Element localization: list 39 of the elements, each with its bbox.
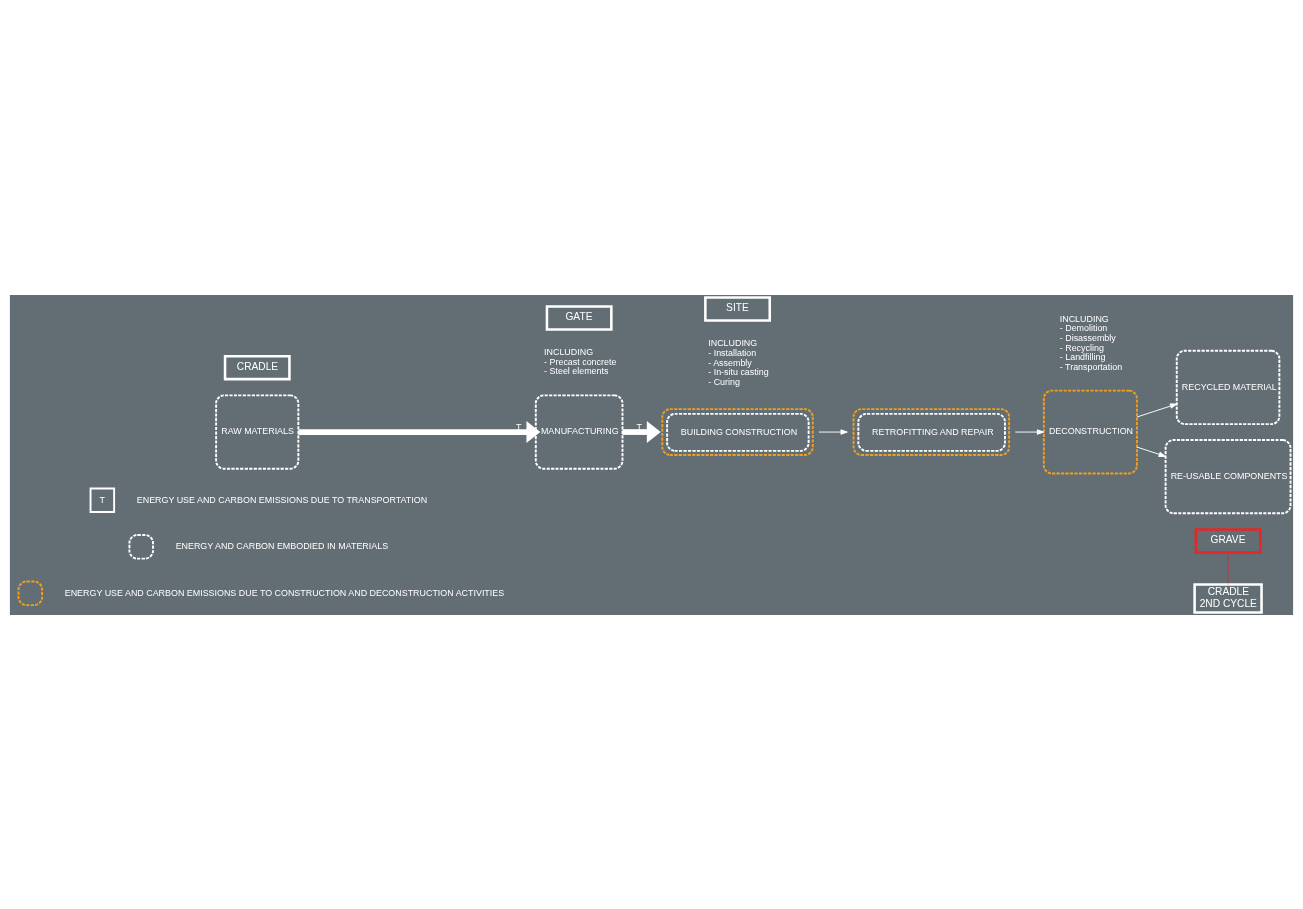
- legend-label: ENERGY USE AND CARBON EMISSIONS DUE TO CONSTRUCTION AND DECONSTRUCTION ACTIVITIES: [64, 587, 505, 598]
- arrow: [622, 420, 661, 443]
- legend-label: ENERGY USE AND CARBON EMISSIONS DUE TO TRANSPORTATION: [136, 494, 428, 505]
- node-box: SITE: [704, 295, 772, 322]
- arrow: [298, 420, 541, 443]
- node-box: BUILDING CONSTRUCTION: [661, 407, 814, 456]
- edge-label: T: [636, 421, 642, 432]
- legend-label: ENERGY AND CARBON EMBODIED IN MATERIALS: [175, 540, 389, 551]
- node-label: - Demolition: [1059, 322, 1108, 333]
- node-label: INCLUDING: [1059, 313, 1109, 324]
- node-box: GATE: [545, 304, 613, 331]
- node-box: RETROFITTING AND REPAIR: [852, 407, 1011, 456]
- node-box: RAW MATERIALS: [215, 393, 300, 470]
- node-label: - Assembly: [708, 357, 752, 368]
- node-label: INCLUDING: [708, 337, 758, 348]
- node-box: MANUFACTURING: [534, 393, 624, 470]
- arrow: [1136, 402, 1178, 417]
- node-label: - Precast concrete: [544, 356, 617, 367]
- connector: [1227, 551, 1229, 585]
- node-label: - Transportation: [1059, 361, 1123, 372]
- label: T: [99, 494, 105, 505]
- arrow: [818, 428, 848, 435]
- node-label: - Steel elements: [544, 365, 609, 376]
- edge-label: T: [516, 421, 522, 432]
- node-box: CRADLE 2ND CYCLE: [1193, 582, 1263, 614]
- node-label: - Landfilling: [1059, 351, 1106, 362]
- arrow: [1136, 446, 1166, 457]
- arrow: [1014, 428, 1045, 435]
- node-box: GRAVE: [1194, 527, 1262, 554]
- node-label: - Curing: [708, 376, 740, 387]
- node-label: - In-situ casting: [708, 366, 769, 377]
- node-label: - Installation: [708, 347, 757, 358]
- node-box: RE-USABLE COMPONENTS: [1164, 438, 1292, 514]
- node-box: DECONSTRUCTION: [1042, 389, 1138, 474]
- node-box: CRADLE: [223, 354, 291, 380]
- node-box: RECYCLED MATERIAL: [1175, 349, 1281, 425]
- node-label: INCLUDING: [544, 346, 594, 357]
- node-label: - Disassembly: [1059, 332, 1116, 343]
- node-label: - Recycling: [1059, 342, 1104, 353]
